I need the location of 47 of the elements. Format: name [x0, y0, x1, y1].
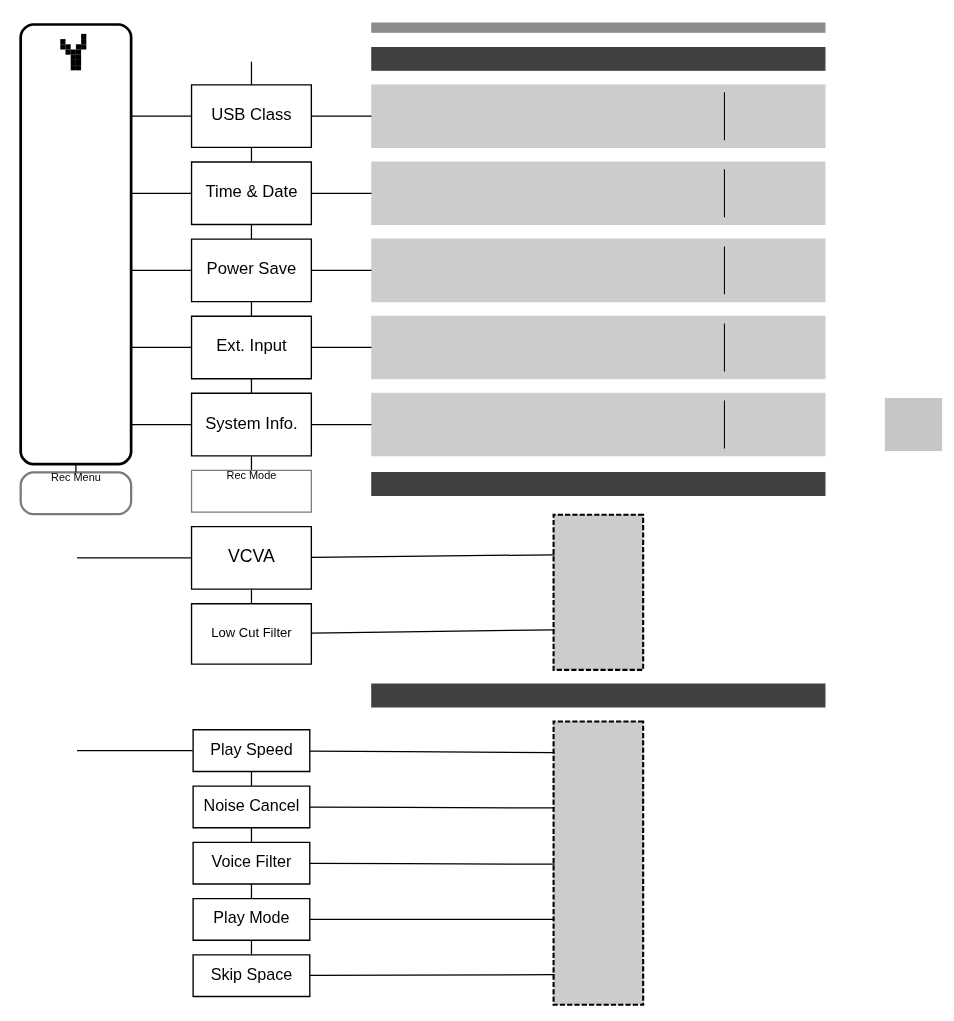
- connector: [130, 115, 192, 117]
- node-bar: [371, 471, 826, 496]
- connector: [310, 115, 373, 117]
- node-box: [371, 392, 826, 457]
- connector: [309, 862, 556, 865]
- connector: [309, 918, 556, 921]
- node-bar: [371, 683, 826, 708]
- connector: [130, 423, 192, 426]
- node-box: Play Speed: [192, 729, 311, 773]
- node-box: [371, 84, 826, 148]
- connector: [130, 192, 192, 194]
- connector: [250, 61, 253, 86]
- node-box: [371, 238, 826, 303]
- connector: [309, 974, 556, 977]
- node-box: Voice Filter: [192, 841, 311, 885]
- node-box: Low Cut Filter: [190, 603, 313, 665]
- connector: [75, 463, 77, 473]
- node-box: Skip Space: [192, 954, 311, 998]
- node-box: Play Mode: [192, 897, 311, 941]
- connector: [310, 346, 373, 349]
- connector: [76, 750, 194, 752]
- node-box: [371, 315, 826, 380]
- node-box: USB Class: [190, 84, 313, 149]
- node-box: Rec Menu: [19, 471, 133, 516]
- node-bar: [371, 46, 826, 71]
- node-box: VCVA: [190, 525, 313, 590]
- connector: [310, 423, 373, 426]
- connector: [309, 806, 556, 809]
- node-bar: [371, 22, 826, 33]
- node-box: Power Save: [190, 238, 313, 303]
- node-box: [552, 720, 645, 1006]
- node-box: [884, 398, 943, 452]
- connector: [310, 192, 373, 194]
- node-box: Noise Cancel: [192, 785, 311, 829]
- connector: [130, 269, 192, 271]
- connector: [309, 750, 556, 754]
- connector: [310, 269, 373, 271]
- node-box: Rec Mode: [190, 469, 312, 513]
- connector: [310, 629, 556, 634]
- node-box: Ext. Input: [190, 315, 313, 380]
- node-box: System Info.: [190, 392, 313, 457]
- connector: [130, 346, 192, 349]
- node-box: Time & Date: [190, 161, 313, 226]
- connector: [310, 554, 556, 558]
- node-box: [371, 161, 826, 226]
- node-box: [552, 513, 645, 671]
- connector: [76, 557, 192, 559]
